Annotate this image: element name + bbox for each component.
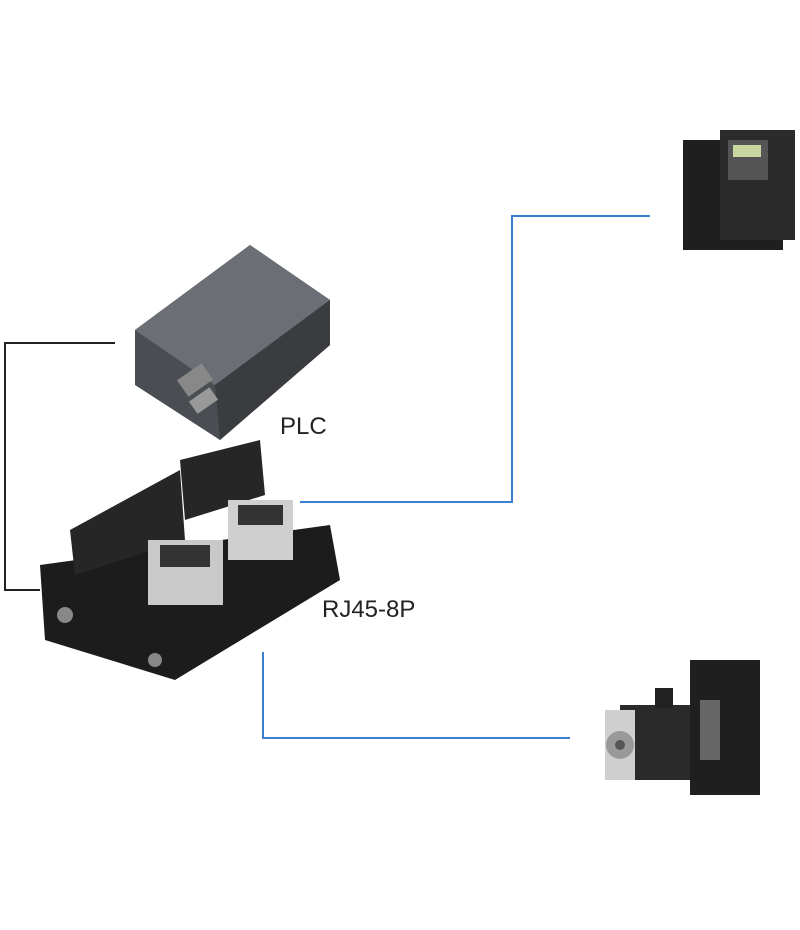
plc-wire (4, 342, 115, 591)
inverter-ethernet-wire (300, 215, 650, 503)
plc-label: PLC (280, 413, 327, 440)
servo-motor-and-drive-image (605, 660, 760, 795)
plc-device-image (135, 245, 330, 440)
rj45-terminal-label: RJ45-8P (322, 596, 416, 623)
rj45-terminal-block-image (40, 440, 340, 680)
servo-ethernet-wire (262, 652, 570, 739)
inverter-device-image (683, 130, 795, 250)
